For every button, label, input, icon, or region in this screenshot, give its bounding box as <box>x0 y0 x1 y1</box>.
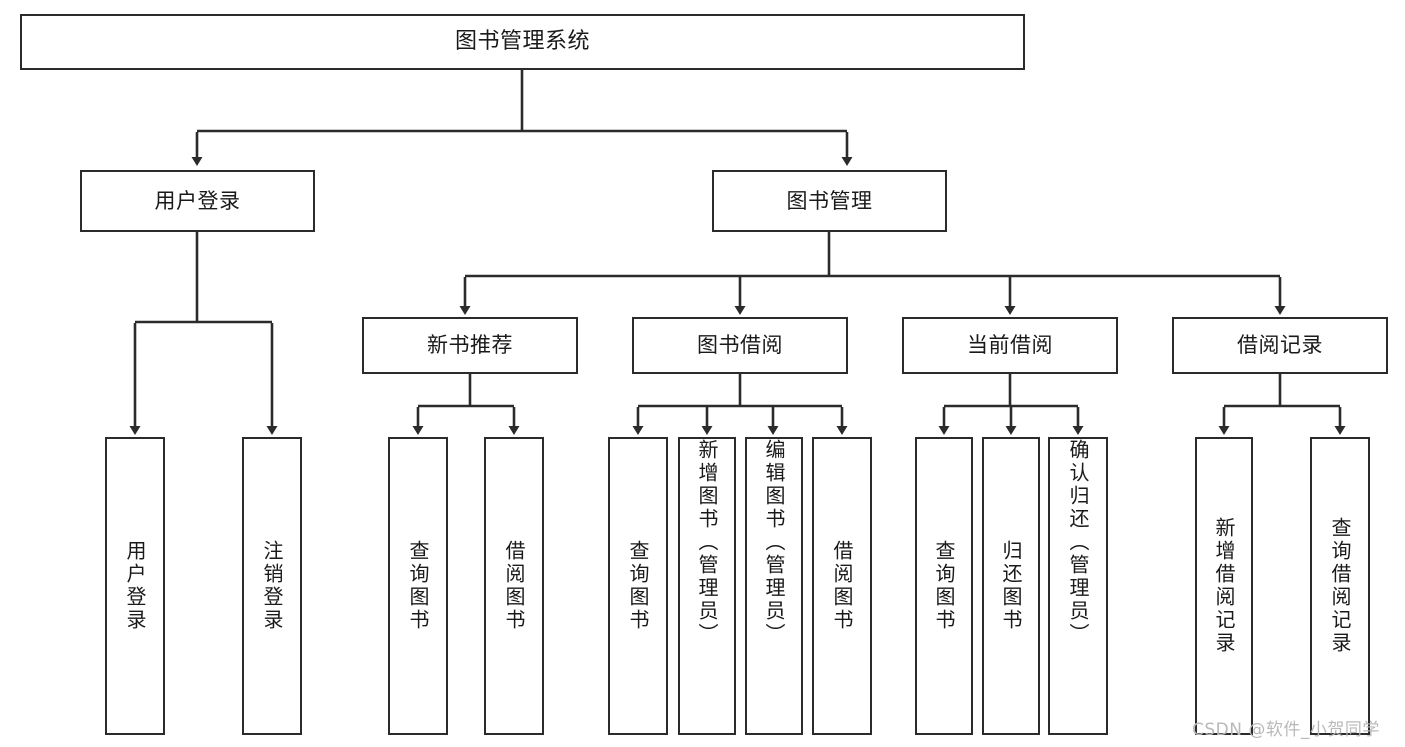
node-leaf-query-book-3-label: 查询图书 <box>932 540 956 632</box>
node-root[interactable]: 图书管理系统 <box>20 14 1025 70</box>
node-leaf-add-book[interactable]: 新增图书（管理员） <box>678 437 736 735</box>
node-leaf-query-book-2-label: 查询图书 <box>626 540 650 632</box>
node-root-label: 图书管理系统 <box>454 29 590 55</box>
node-leaf-query-book-1-label: 查询图书 <box>406 540 430 632</box>
node-leaf-edit-book-label: 编辑图书（管理员） <box>762 439 786 646</box>
node-leaf-confirm-return-label: 确认归还（管理员） <box>1066 439 1090 646</box>
node-borrow-record-label: 借阅记录 <box>1237 333 1323 358</box>
watermark-text: CSDN @软件_小贺同学 <box>1192 720 1380 740</box>
node-leaf-add-record-label: 新增借阅记录 <box>1212 517 1236 655</box>
node-leaf-add-record[interactable]: 新增借阅记录 <box>1195 437 1253 735</box>
node-leaf-borrow-book-2-label: 借阅图书 <box>830 540 854 632</box>
node-new-book-recommend[interactable]: 新书推荐 <box>362 317 578 374</box>
node-leaf-add-book-label: 新增图书（管理员） <box>695 439 719 646</box>
node-leaf-borrow-book-2[interactable]: 借阅图书 <box>812 437 872 735</box>
node-borrow-record[interactable]: 借阅记录 <box>1172 317 1388 374</box>
node-leaf-query-book-3[interactable]: 查询图书 <box>915 437 973 735</box>
node-leaf-borrow-book-1[interactable]: 借阅图书 <box>484 437 544 735</box>
node-book-manage[interactable]: 图书管理 <box>712 170 947 232</box>
node-leaf-logout-login[interactable]: 注销登录 <box>242 437 302 735</box>
node-book-borrow-label: 图书借阅 <box>697 333 783 358</box>
node-leaf-user-login-label: 用户登录 <box>123 540 147 632</box>
node-leaf-return-book-label: 归还图书 <box>999 540 1023 632</box>
node-new-book-recommend-label: 新书推荐 <box>427 333 513 358</box>
node-leaf-query-book-2[interactable]: 查询图书 <box>608 437 668 735</box>
node-user-login[interactable]: 用户登录 <box>80 170 315 232</box>
node-book-manage-label: 图书管理 <box>786 188 873 213</box>
node-leaf-confirm-return[interactable]: 确认归还（管理员） <box>1048 437 1108 735</box>
node-leaf-query-book-1[interactable]: 查询图书 <box>388 437 448 735</box>
node-current-borrow-label: 当前借阅 <box>967 333 1053 358</box>
node-leaf-borrow-book-1-label: 借阅图书 <box>502 540 526 632</box>
node-leaf-user-login[interactable]: 用户登录 <box>105 437 165 735</box>
node-book-borrow[interactable]: 图书借阅 <box>632 317 848 374</box>
node-user-login-label: 用户登录 <box>154 188 241 213</box>
node-current-borrow[interactable]: 当前借阅 <box>902 317 1118 374</box>
node-leaf-logout-login-label: 注销登录 <box>260 540 284 632</box>
node-leaf-query-record-label: 查询借阅记录 <box>1328 517 1352 655</box>
node-leaf-edit-book[interactable]: 编辑图书（管理员） <box>745 437 803 735</box>
node-leaf-query-record[interactable]: 查询借阅记录 <box>1310 437 1370 735</box>
node-leaf-return-book[interactable]: 归还图书 <box>982 437 1040 735</box>
